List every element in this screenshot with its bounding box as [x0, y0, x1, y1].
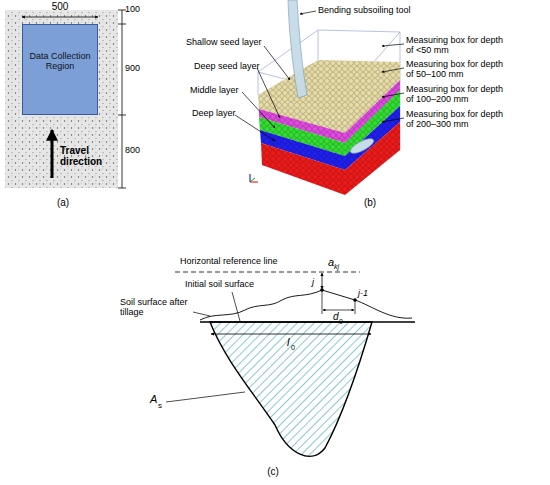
dimension-label: 500	[40, 1, 80, 13]
axis-triad	[250, 174, 258, 182]
tilled-surface-line	[200, 290, 412, 320]
width-dimension	[211, 334, 371, 335]
panel-label: (a)	[45, 197, 81, 209]
panel-c	[166, 272, 415, 456]
panel-b	[235, 0, 404, 195]
symbol-subscript: s	[158, 401, 162, 410]
measuring-box-label: Measuring box for depth of 50–100 mm	[406, 60, 506, 80]
region-label: Data Collection Region	[23, 51, 97, 72]
panel-label: (b)	[355, 197, 385, 209]
symbol-subscript: 0	[339, 318, 343, 326]
point-label: j	[312, 277, 314, 287]
region-box: Data Collection Region	[22, 24, 98, 115]
tool-foot	[348, 136, 375, 156]
hatched-area	[210, 322, 372, 456]
layer-label: Deep seed layer	[194, 61, 260, 71]
line-label: Horizontal reference line	[180, 256, 278, 266]
layer-label: Deep layer	[192, 108, 236, 118]
leader-arrows	[235, 11, 404, 141]
soil-bin-top-view	[5, 10, 118, 188]
spacing-dimension	[322, 291, 355, 314]
dimension-label: 900	[125, 63, 140, 73]
subsoiling-tool	[288, 0, 307, 98]
measuring-box-label: Measuring box for depth of 100–200 mm	[406, 85, 506, 105]
dimension-line	[22, 17, 98, 18]
measuring-box-label: Measuring box for depth of 200–300 mm	[406, 110, 506, 130]
layer-label: Shallow seed layer	[186, 37, 262, 47]
line-label: Soil surface after tillage	[120, 298, 192, 318]
travel-arrow	[51, 130, 54, 178]
height-dimension	[322, 273, 323, 289]
dimension-label: 800	[125, 145, 140, 155]
layer-label: Middle layer	[190, 85, 239, 95]
symbol-label: a	[328, 256, 334, 269]
dimension-label: 100	[125, 4, 140, 14]
point-label: j-1	[358, 288, 368, 298]
symbol-subscript: kj	[334, 263, 339, 271]
leader-lines	[166, 292, 245, 402]
measuring-box-label: Measuring box for depth of <50 mm	[406, 36, 506, 56]
initial-surface-line	[200, 321, 415, 322]
soil-block	[258, 60, 400, 195]
part-label: Bending subsoiling tool	[318, 5, 411, 15]
line-label: Initial soil surface	[185, 279, 254, 289]
panel-label: (c)	[258, 466, 288, 478]
direction-label: Travel direction	[60, 145, 112, 167]
symbol-subscript: 0	[291, 344, 295, 352]
reference-line	[175, 272, 360, 273]
dimension-ticks	[118, 10, 126, 188]
dimension-line	[122, 10, 123, 188]
symbol-label: A	[150, 393, 157, 406]
symbol-label: d	[333, 311, 339, 323]
symbol-label: l	[287, 336, 289, 349]
panel-a	[5, 10, 126, 188]
